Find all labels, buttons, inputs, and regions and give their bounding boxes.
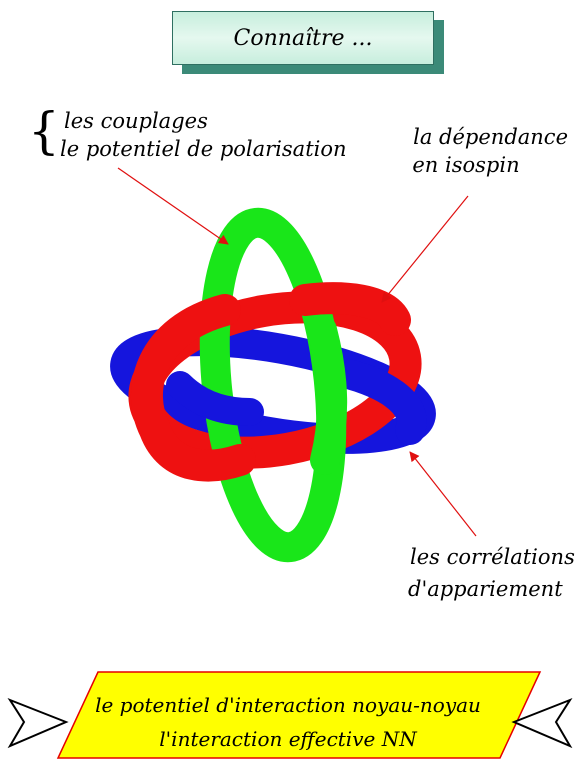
label-couplings: les couplages xyxy=(64,108,208,135)
label-polarization: le potentiel de polarisation xyxy=(60,136,347,163)
label-isospin-line2: en isospin xyxy=(388,152,544,179)
arrow-to-red-ring xyxy=(382,196,468,302)
left-arrowhead-icon xyxy=(10,700,66,746)
banner-line1: le potentiel d'interaction noyau-noyau xyxy=(60,688,516,722)
label-pairing-line1: les corrélations xyxy=(410,544,575,571)
banner-line2: l'interaction effective NN xyxy=(60,722,516,756)
green-ring-front-right xyxy=(322,330,332,460)
brace-icon: { xyxy=(28,106,60,156)
label-pairing-line2: d'appariement xyxy=(408,576,563,603)
arrow-to-green-ring xyxy=(118,168,228,244)
arrow-to-blue-ring xyxy=(410,452,476,536)
banner-text: le potentiel d'interaction noyau-noyau l… xyxy=(60,688,516,756)
label-isospin-line1: la dépendance xyxy=(388,124,568,151)
